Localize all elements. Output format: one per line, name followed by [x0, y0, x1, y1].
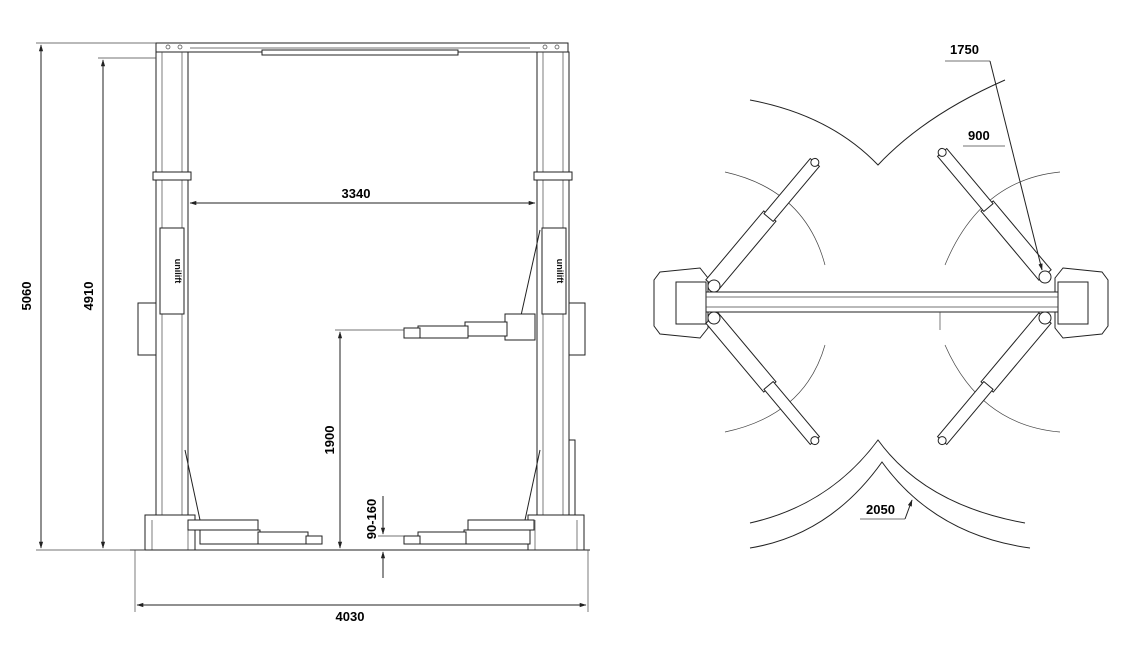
swing-arc-top [749, 79, 1006, 166]
swing-arc-bottom-outer [749, 461, 1031, 549]
left-logo-text: unilift [173, 259, 183, 284]
left-column: unilift [137, 51, 323, 551]
top-view-crossbeam [705, 291, 1059, 313]
dim-overall-height: 5060 [19, 282, 34, 311]
left-column-logo-panel [159, 227, 185, 315]
dim-arm-reach-long: 1750 [950, 42, 979, 57]
overhead-bar [261, 49, 459, 56]
right-column-logo-panel [541, 227, 567, 315]
right-logo-text: unilift [555, 259, 565, 284]
dim-lift-travel: 1900 [322, 426, 337, 455]
right-base-plate [527, 514, 585, 551]
right-column: unilift [403, 51, 586, 551]
arm-lower-left [705, 312, 821, 446]
dim-overall-width: 4030 [336, 609, 365, 624]
dim-lift-height: 4910 [81, 282, 96, 311]
arm-upper-right [936, 147, 1052, 281]
arm-lower-right [936, 312, 1052, 446]
front-view: unilift unilift [19, 42, 590, 624]
top-view: 1750 900 2050 [653, 42, 1109, 549]
dim-min-height: 90-160 [364, 499, 379, 539]
dim-arm-reach-short: 900 [968, 128, 990, 143]
swing-arc-bottom-inner [749, 439, 1026, 524]
dim-inner-width: 3340 [342, 186, 371, 201]
dim-swing-radius: 2050 [866, 502, 895, 517]
